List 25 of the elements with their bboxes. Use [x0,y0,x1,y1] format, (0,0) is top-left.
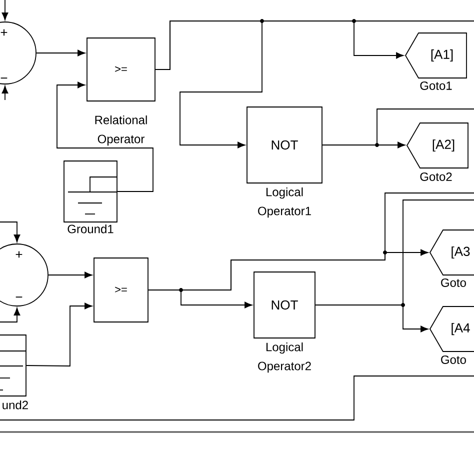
block-label: Logical Operator2 [258,342,311,373]
block-label: und2 [2,400,28,410]
signal-arrow [0,222,20,242]
block-label: Relational Operator [95,115,147,146]
signal-arrow [48,272,92,278]
signal-arrow [36,50,86,56]
block-label: Goto [441,355,466,364]
ground-block [64,160,118,222]
signal-arrow [315,200,474,307]
block-label: Goto2 [420,172,452,181]
block-label: Goto [441,278,466,287]
ground-block [0,334,26,396]
block-label: Ground1 [68,224,114,234]
block-label: Goto1 [420,81,452,90]
signal-arrow [322,108,474,147]
operator-block: >= [94,258,148,322]
operator-block: NOT [254,272,316,338]
signal-arrow [26,302,92,366]
signal-arrow [2,86,8,100]
block-label: Logical Operator1 [258,187,311,218]
operator-block: >= [86,38,156,102]
signal-arrow [2,0,8,20]
operator-block: NOT [246,106,322,184]
signal-arrow [56,82,154,192]
signal-arrow [0,308,20,322]
